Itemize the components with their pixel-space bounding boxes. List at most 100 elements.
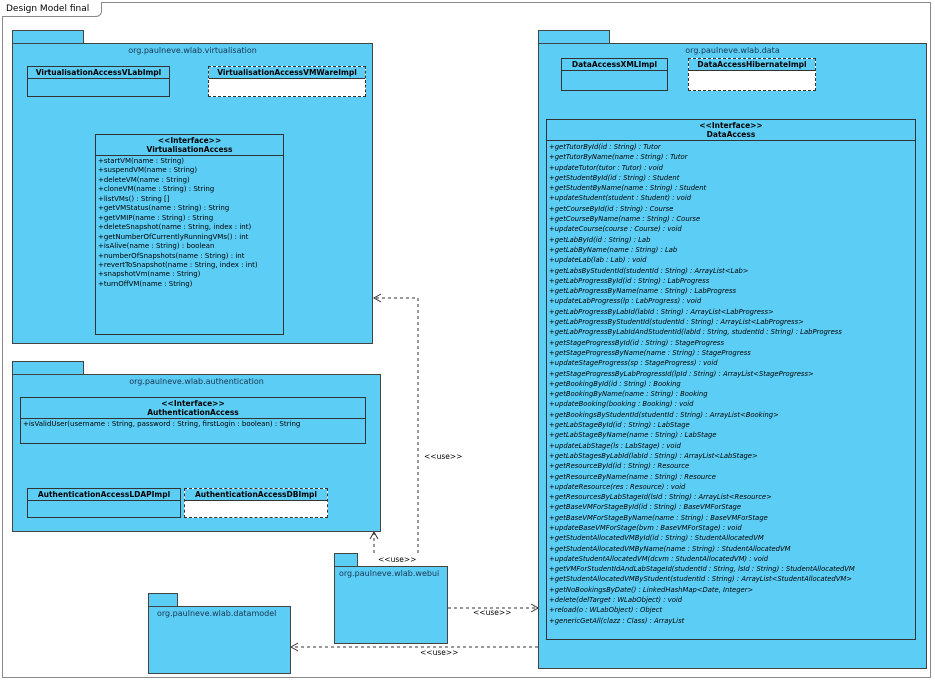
- interface-name: VirtualisationAccess: [146, 145, 233, 154]
- operation: +getNumberOfCurrentlyRunningVMs() : int: [98, 232, 249, 241]
- operation: +getBookingByName(name : String) : Booki…: [549, 390, 708, 399]
- operation: +getLabProgressById(id : String) : LabPr…: [549, 276, 710, 285]
- operation: +getLabStageByName(name : String) : LabS…: [549, 431, 717, 440]
- operation: +updateStudent(student : Student) : void: [549, 194, 692, 203]
- package-name: org.paulneve.wlab.webui: [339, 569, 440, 578]
- operation: +getLabStagesByLabId(labId : String) : A…: [549, 451, 758, 460]
- operation: +deleteVM(name : String): [98, 175, 190, 184]
- operation: +getStageProgressById(id : String) : Sta…: [549, 338, 725, 347]
- operation: +getCourseByName(name : String) : Course: [549, 215, 701, 224]
- operation: +reload(o : WLabObject) : Object: [549, 606, 663, 615]
- operation: +getStudentById(id : String) : Student: [549, 173, 680, 182]
- db-impl-class[interactable]: AuthenticationAccessDBImpl: [184, 488, 328, 518]
- hibernate-impl-class[interactable]: DataAccessHibernateImpl: [688, 58, 816, 91]
- operation: +getStudentAllocatedVMByStudent(studentI…: [549, 575, 852, 584]
- use-label-datamodel: <<use>>: [420, 648, 459, 657]
- operation: +startVM(name : String): [98, 157, 185, 165]
- virtualisation-access-interface[interactable]: <<Interface>> VirtualisationAccess +star…: [95, 134, 284, 335]
- operation: +delete(delTarget : WLabObject) : void: [549, 596, 683, 605]
- operation: +getStudentAllocatedVMByName(name : Stri…: [549, 544, 791, 553]
- operation: +cloneVM(name : String) : String: [98, 185, 215, 194]
- data-access-interface[interactable]: <<Interface>> DataAccess +getTutorById(i…: [546, 119, 916, 640]
- authentication-access-interface[interactable]: <<Interface>> AuthenticationAccess +isVa…: [20, 397, 366, 444]
- vlab-impl-class[interactable]: VirtualisationAccessVLabImpl: [27, 66, 170, 97]
- class-name: AuthenticationAccessLDAPImpl: [28, 489, 180, 501]
- operation: +getTutorById(id : String) : Tutor: [549, 143, 661, 151]
- operation: +getStageProgressByName(name : String) :…: [549, 348, 751, 357]
- use-label-data: <<use>>: [473, 608, 512, 617]
- package-name: org.paulneve.wlab.data: [685, 46, 780, 55]
- data-package-tab: [538, 30, 610, 44]
- operation: +getVMStatus(name : String) : String: [98, 204, 230, 213]
- operation: +getStageProgressByLabProgressId(lpId : …: [549, 369, 814, 378]
- operation: +updateCourse(course : Course) : void: [549, 225, 682, 234]
- operation: +getLabProgressByLabId(labId : String) :…: [549, 307, 774, 316]
- operation: +getStudentByName(name : String) : Stude…: [549, 184, 707, 193]
- class-name: DataAccessHibernateImpl: [689, 59, 815, 71]
- operations-list: +isValidUser(username : String, password…: [21, 419, 365, 430]
- operation: +getLabProgressByStudentId(studentId : S…: [549, 318, 804, 327]
- operations-list: +startVM(name : String)+suspendVM(name :…: [96, 156, 283, 290]
- operation: +getLabById(id : String) : Lab: [549, 235, 651, 244]
- interface-header: <<Interface>> AuthenticationAccess: [21, 398, 365, 419]
- operation: +getBookingById(id : String) : Booking: [549, 379, 681, 388]
- operation: +getBaseVMForStageById(id : String) : Ba…: [549, 503, 742, 512]
- xml-impl-class[interactable]: DataAccessXMLImpl: [561, 58, 668, 91]
- operation: +suspendVM(name : String): [98, 166, 198, 175]
- operation: +updateLabStage(ls : LabStage) : void: [549, 441, 681, 450]
- webui-package[interactable]: org.paulneve.wlab.webui: [334, 566, 448, 644]
- operation: +updateBaseVMForStage(bvm : BaseVMForSta…: [549, 523, 742, 532]
- stereotype: <<Interface>>: [699, 121, 763, 130]
- operation: +getResourceByName(name : String) : Reso…: [549, 472, 716, 481]
- operation: +getTutorByName(name : String) : Tutor: [549, 153, 688, 162]
- interface-name: DataAccess: [706, 130, 756, 139]
- operation: +deleteSnapshot(name : String, index : i…: [98, 223, 252, 232]
- vmware-impl-class[interactable]: VirtualisationAccessVMWareImpl: [208, 66, 366, 97]
- stereotype: <<Interface>>: [157, 136, 222, 145]
- operation: +updateStageProgress(sp : StageProgress)…: [549, 359, 718, 368]
- operation: +genericGetAll(clazz : Class) : ArrayLis…: [549, 616, 685, 625]
- operation: +updateResource(res : Resource) : void: [549, 482, 686, 491]
- class-name: VirtualisationAccessVLabImpl: [28, 67, 169, 79]
- interface-header: <<Interface>> DataAccess: [547, 120, 915, 141]
- operation: +listVMs() : String []: [98, 194, 170, 203]
- operation: +getVMIP(name : String) : String: [98, 213, 214, 222]
- ldap-impl-class[interactable]: AuthenticationAccessLDAPImpl: [27, 488, 181, 518]
- operation: +getNoBookingsByDate() : LinkedHashMap<D…: [549, 585, 754, 594]
- operation: +getResourcesByLabStageId(lsId : String)…: [549, 493, 772, 502]
- virtualisation-package-tab: [12, 30, 84, 44]
- use-label-authentication: <<use>>: [378, 555, 417, 564]
- class-name: VirtualisationAccessVMWareImpl: [209, 67, 365, 79]
- operation: +turnOffVM(name : String): [98, 279, 193, 288]
- operation: +getLabProgressByLabIdAndStudentId(labId…: [549, 328, 842, 337]
- operation: +snapshotVm(name : String): [98, 270, 201, 279]
- operation: +isValidUser(username : String, password…: [23, 420, 301, 428]
- datamodel-package[interactable]: org.paulneve.wlab.datamodel: [148, 606, 291, 674]
- webui-package-tab: [334, 553, 358, 567]
- operation: +getLabStageById(id : String) : LabStage: [549, 421, 690, 430]
- operation: +getResourceById(id : String) : Resource: [549, 462, 690, 471]
- operations-list: +getTutorById(id : String) : Tutor +getTu…: [547, 141, 915, 627]
- operation: +updateBooking(booking : Booking) : void: [549, 400, 694, 409]
- authentication-package-tab: [12, 361, 84, 375]
- class-name: AuthenticationAccessDBImpl: [185, 489, 327, 501]
- operation: +numberOfSnapshots(name : String) : int: [98, 251, 245, 260]
- stereotype: <<Interface>>: [161, 399, 225, 408]
- package-name: org.paulneve.wlab.authentication: [129, 377, 264, 386]
- operation: +getLabProgressByName(name : String) : L…: [549, 287, 737, 296]
- operation: +getBaseVMForStageByName(name : String) …: [549, 513, 768, 522]
- package-name: org.paulneve.wlab.virtualisation: [128, 46, 257, 55]
- interface-header: <<Interface>> VirtualisationAccess: [96, 135, 283, 156]
- operation: +revertToSnapshot(name : String, index :…: [98, 260, 258, 269]
- package-name: org.paulneve.wlab.datamodel: [157, 609, 277, 618]
- operation: +getVMForStudentIdAndLabStageId(studentI…: [549, 565, 855, 574]
- operation: +isAlive(name : String) : boolean: [98, 242, 215, 251]
- operation: +getLabByName(name : String) : Lab: [549, 245, 678, 254]
- operation: +updateLab(lab : Lab) : void: [549, 256, 647, 265]
- operation: +updateStudentAllocatedVM(dcvm : Student…: [549, 554, 769, 563]
- operation: +getBookingsByStudentId(studentId : Stri…: [549, 410, 779, 419]
- interface-name: AuthenticationAccess: [147, 408, 239, 417]
- operation: +getLabsByStudentId(studentId : String) …: [549, 266, 749, 275]
- use-label-virtualisation: <<use>>: [424, 452, 463, 461]
